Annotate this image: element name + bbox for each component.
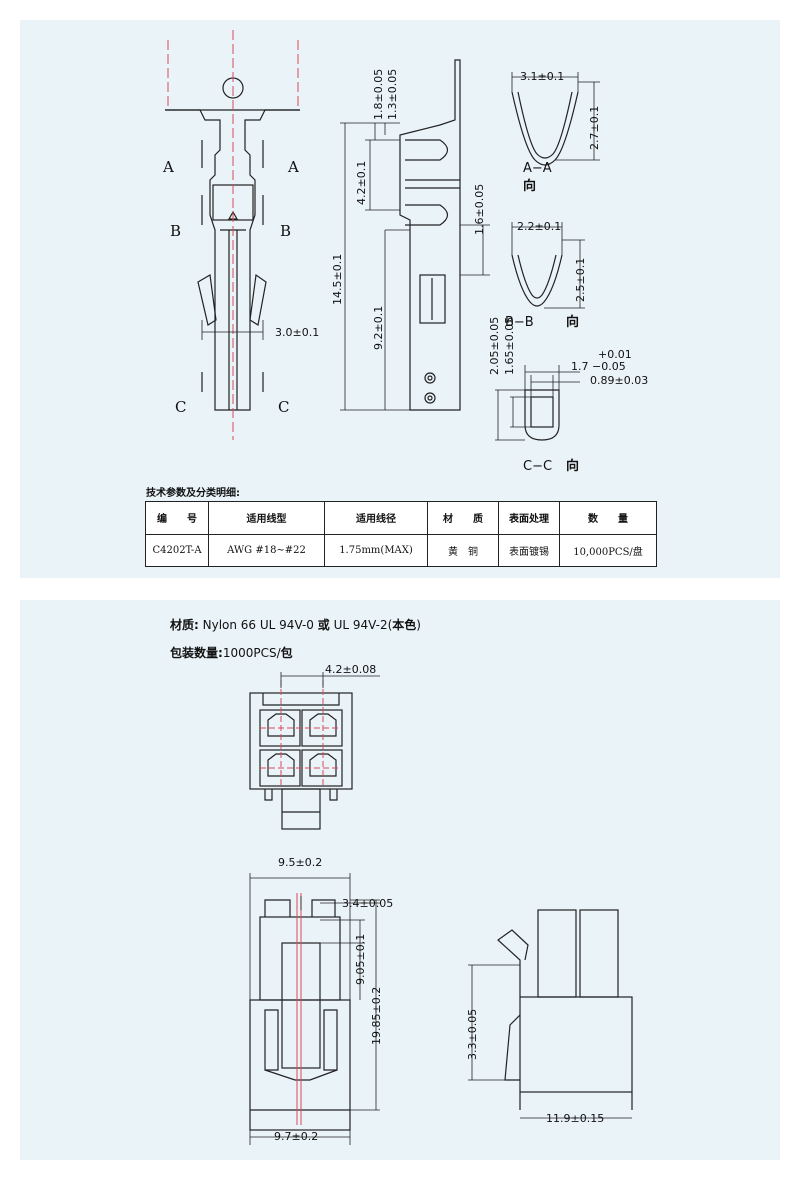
dim-9-2: 9.2±0.1 xyxy=(372,306,385,350)
section-letter-b-left: B xyxy=(170,222,181,240)
section-letter-a-right: A xyxy=(287,158,299,176)
dim-1-7: 1.7 xyxy=(571,360,589,373)
spec-table: 编 号 适用线型 适用线径 材 质 表面处理 数 量 C4202T-A AWG … xyxy=(145,501,657,567)
dim-1-7-upper-tol: +0.01 xyxy=(598,348,632,361)
dim-2-7: 2.7±0.1 xyxy=(588,106,601,150)
dim-14-5: 14.5±0.1 xyxy=(331,254,344,305)
dim-2-05: 2.05±0.05 xyxy=(488,317,501,375)
section-aa-direction: 向 xyxy=(523,178,536,194)
material-note: 材质: Nylon 66 UL 94V-0 或 UL 94V-2(本色) xyxy=(170,618,421,632)
spec-header-surface: 表面处理 xyxy=(498,501,560,535)
dim-1-3: 1.3±0.05 xyxy=(386,69,399,120)
dim-1-65: 1.65±0.05 xyxy=(503,317,516,375)
section-aa-label: A−A xyxy=(523,161,552,176)
spec-header-wire-diameter: 适用线径 xyxy=(324,501,428,535)
dim-0-89: 0.89±0.03 xyxy=(590,374,648,387)
dim-1-8: 1.8±0.05 xyxy=(372,69,385,120)
section-letter-c-left: C xyxy=(175,398,186,416)
section-cc-label: C−C xyxy=(523,459,552,474)
dim-11-9: 11.9±0.15 xyxy=(546,1112,604,1125)
dim-9-5: 9.5±0.2 xyxy=(278,856,322,869)
dim-4-2-housing: 4.2±0.08 xyxy=(325,663,376,676)
section-bb-direction: 向 xyxy=(566,314,579,330)
terminal-drawing-panel: A A B B C C 3.0±0.1 1.8±0.05 1.3±0.05 4.… xyxy=(20,20,780,578)
dim-9-05: 9.05±0.1 xyxy=(354,934,367,985)
dim-1-6: 1.6±0.05 xyxy=(473,184,486,235)
packing-note: 包装数量:1000PCS/包 xyxy=(170,646,293,660)
spec-cell-code: C4202T-A xyxy=(145,533,209,567)
dim-2-5: 2.5±0.1 xyxy=(574,258,587,302)
spec-header-code: 编 号 xyxy=(145,501,209,535)
section-letter-b-right: B xyxy=(280,222,291,240)
spec-header-quantity: 数 量 xyxy=(559,501,657,535)
housing-drawing-panel: 材质: Nylon 66 UL 94V-0 或 UL 94V-2(本色) 包装数… xyxy=(20,600,780,1160)
housing-drawing: 4.2±0.08 9.5±0.2 3.4±0.05 9.05±0.1 19.85… xyxy=(249,663,633,1145)
spec-header-material: 材 质 xyxy=(427,501,499,535)
spec-cell-wire-diameter: 1.75mm(MAX) xyxy=(324,533,428,567)
terminal-drawing: A A B B C C 3.0±0.1 1.8±0.05 1.3±0.05 4.… xyxy=(162,30,648,474)
section-letter-a-left: A xyxy=(162,158,174,176)
dim-2-2: 2.2±0.1 xyxy=(517,220,561,233)
dim-9-7: 9.7±0.2 xyxy=(274,1130,318,1143)
dim-19-85: 19.85±0.2 xyxy=(370,987,383,1045)
dim-3-4: 3.4±0.05 xyxy=(342,897,393,910)
dim-1-7-lower-tol: −0.05 xyxy=(592,360,626,373)
dim-4-2-profile: 4.2±0.1 xyxy=(355,161,368,205)
section-bb-label: B−B xyxy=(505,315,534,330)
section-cc-direction: 向 xyxy=(566,458,579,474)
spec-table-title: 技术参数及分类明细: xyxy=(146,488,240,499)
dim-3-3: 3.3±0.05 xyxy=(466,1009,479,1060)
spec-cell-material: 黄 铜 xyxy=(427,533,499,567)
dim-3-0: 3.0±0.1 xyxy=(275,326,319,339)
spec-cell-quantity: 10,000PCS/盘 xyxy=(559,533,657,567)
section-letter-c-right: C xyxy=(278,398,289,416)
dim-3-1: 3.1±0.1 xyxy=(520,70,564,83)
spec-cell-surface: 表面镀锡 xyxy=(498,533,560,567)
spec-cell-wire-type: AWG #18∼#22 xyxy=(208,533,325,567)
spec-header-wire-type: 适用线型 xyxy=(208,501,325,535)
